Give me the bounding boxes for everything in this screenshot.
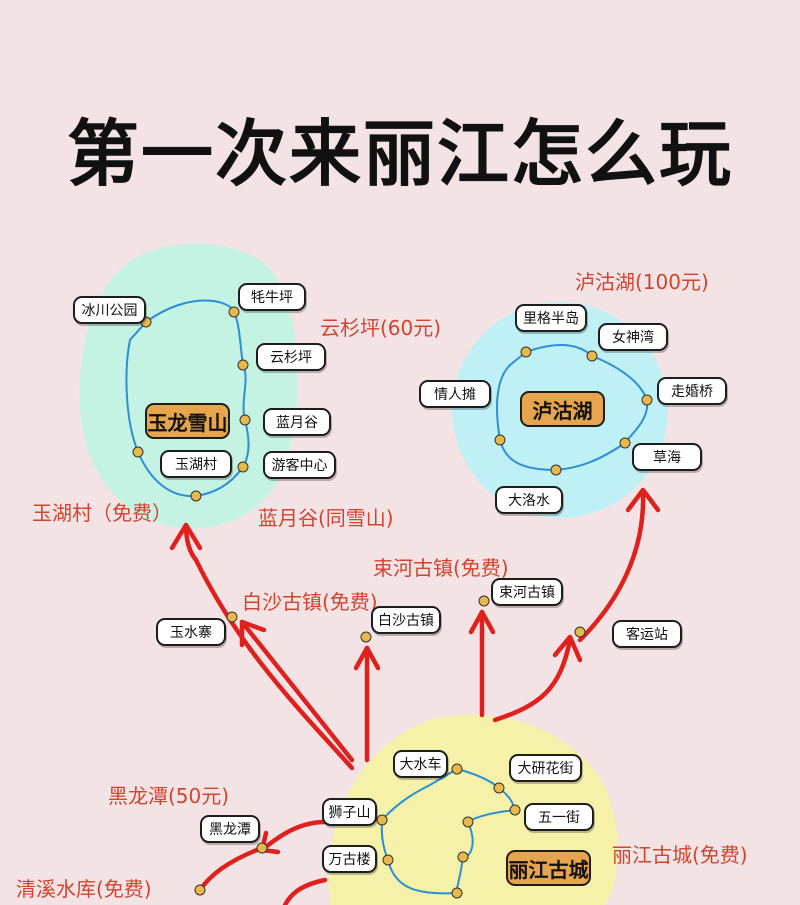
spot-shuhe: 束河古镇: [491, 578, 563, 606]
price-heilongtan: 黑龙潭(50元): [108, 784, 230, 808]
dot: [493, 782, 505, 794]
price-shuhe: 束河古镇(免费): [373, 556, 509, 580]
price-baisha: 白沙古镇(免费): [242, 590, 378, 614]
dot: [462, 816, 474, 828]
dot: [574, 626, 586, 638]
spot-dayan-huajie: 大研花街: [509, 754, 582, 782]
price-yuhucun: 玉湖村（免费）: [32, 501, 172, 525]
spot-yunshanping: 云杉坪: [256, 343, 326, 371]
spot-visitor-center: 游客中心: [263, 451, 336, 479]
spot-nvshenwan: 女神湾: [598, 323, 668, 351]
spot-bingchuan-park: 冰川公园: [73, 296, 146, 324]
dot: [132, 446, 144, 458]
price-lijiang: 丽江古城(免费): [612, 843, 748, 867]
spot-lanyuegu: 蓝月谷: [263, 408, 331, 436]
spot-keyunzhan: 客运站: [612, 620, 682, 648]
spot-wuyijie: 五一街: [524, 803, 594, 831]
spot-wangulou: 万古楼: [322, 845, 377, 873]
dot: [376, 814, 388, 826]
spot-shizishan: 狮子山: [322, 798, 377, 826]
price-luguhu: 泸沽湖(100元): [575, 270, 709, 294]
spot-baisha: 白沙古镇: [371, 606, 441, 634]
arrow-to-keyunzhan: [492, 637, 573, 723]
dot: [451, 763, 463, 775]
price-qingxi-reservoir: 清溪水库(免费): [16, 877, 152, 901]
dot: [228, 306, 240, 318]
dot: [256, 842, 268, 854]
arrow-yulong-head: [169, 522, 203, 551]
dot: [451, 887, 463, 899]
dot: [619, 437, 631, 449]
arrow-keyunzhan-head: [552, 634, 583, 663]
center-lijiang-old-town: 丽江古城: [506, 850, 591, 886]
dot: [239, 414, 251, 426]
dot: [237, 461, 249, 473]
page-title: 第一次来丽江怎么玩: [66, 112, 733, 196]
arrow-to-bottom: [282, 877, 328, 905]
dot: [478, 595, 490, 607]
dot: [194, 884, 206, 896]
arrow-to-yulong: [183, 522, 355, 771]
dot: [586, 350, 598, 362]
spot-qingrentan: 情人摊: [419, 380, 491, 408]
spot-heilongtan: 黑龙潭: [200, 815, 260, 843]
arrow-shuhe-head: [468, 609, 496, 635]
spot-lige-peninsula: 里格半岛: [515, 304, 587, 332]
dot: [641, 394, 653, 406]
dot: [190, 490, 202, 502]
spot-dashuiche: 大水车: [393, 750, 448, 778]
dot: [550, 464, 562, 476]
arrow-to-heilongtan: [259, 819, 328, 853]
arrow-to-baisha-left: [239, 619, 355, 763]
dot: [360, 631, 372, 643]
dot: [509, 804, 521, 816]
dot: [457, 851, 469, 863]
arrow-luguhu-head: [625, 487, 661, 513]
arrow-baisha-head: [353, 645, 381, 671]
price-yunshanping: 云杉坪(60元): [320, 316, 442, 340]
arrow-to-luguhu: [577, 489, 646, 643]
dot: [237, 359, 249, 371]
spot-yushuizhai: 玉水寨: [156, 618, 226, 646]
dot: [494, 434, 506, 446]
center-yulong-snow-mountain: 玉龙雪山: [145, 403, 230, 439]
price-lanyuegu: 蓝月谷(同雪山): [258, 506, 394, 530]
dot: [226, 611, 238, 623]
dot: [520, 346, 532, 358]
dot: [382, 854, 394, 866]
spot-caohai: 草海: [632, 443, 702, 471]
center-luguhu: 泸沽湖: [520, 391, 605, 427]
spot-yuhucun-node: 玉湖村: [160, 450, 232, 478]
arrow-baisha-left-head: [239, 619, 267, 648]
spot-daluoshui: 大洛水: [495, 486, 563, 514]
spot-zouhunqiao: 走婚桥: [657, 377, 727, 405]
spot-maoniuping: 牦牛坪: [238, 283, 306, 311]
arrow-to-qingxi: [197, 845, 265, 893]
